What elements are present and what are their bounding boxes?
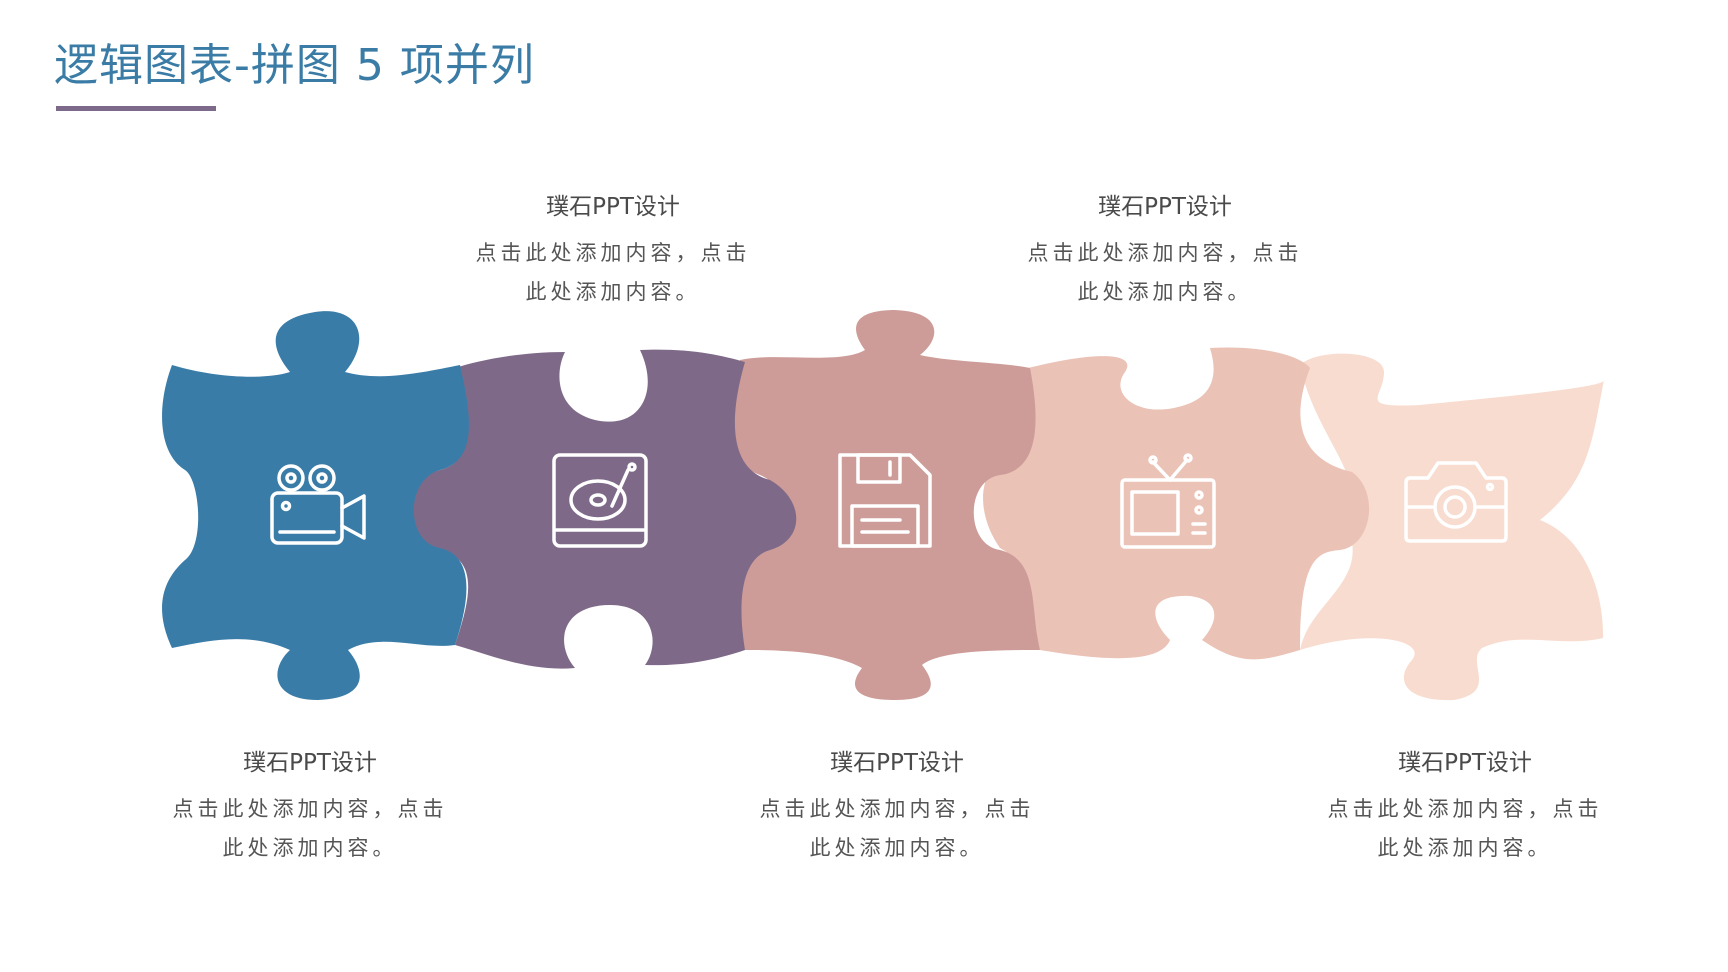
item-5-text: 璞石PPT设计 点击此处添加内容，点击 此处添加内容。 xyxy=(1300,746,1630,868)
item-3-heading: 璞石PPT设计 xyxy=(830,750,964,776)
item-5-body-line1: 点击此处添加内容，点击 xyxy=(1327,797,1603,821)
item-3-text: 璞石PPT设计 点击此处添加内容，点击 此处添加内容。 xyxy=(732,746,1062,868)
video-camera-icon xyxy=(270,464,366,545)
puzzle-piece-4 xyxy=(983,347,1370,660)
puzzle-piece-2 xyxy=(410,349,797,669)
slide-title: 逻辑图表-拼图 5 项并列 xyxy=(54,40,535,91)
title-underline xyxy=(56,106,216,111)
television-icon xyxy=(1120,453,1216,549)
item-5-heading: 璞石PPT设计 xyxy=(1398,750,1532,776)
item-3-body-line1: 点击此处添加内容，点击 xyxy=(759,797,1035,821)
item-2-text: 璞石PPT设计 点击此处添加内容，点击 此处添加内容。 xyxy=(448,190,778,312)
item-4-body-line1: 点击此处添加内容，点击 xyxy=(1027,241,1303,265)
item-1-heading: 璞石PPT设计 xyxy=(243,750,377,776)
item-5-body-line2: 此处添加内容。 xyxy=(1377,836,1553,860)
item-4-text: 璞石PPT设计 点击此处添加内容，点击 此处添加内容。 xyxy=(1000,190,1330,312)
item-1-body-line1: 点击此处添加内容，点击 xyxy=(172,797,448,821)
hard-drive-icon xyxy=(552,453,648,548)
item-2-body-line1: 点击此处添加内容，点击 xyxy=(475,241,751,265)
item-4-heading: 璞石PPT设计 xyxy=(1098,194,1232,220)
floppy-disk-icon xyxy=(838,453,932,548)
item-2-body-line2: 此处添加内容。 xyxy=(525,280,701,304)
puzzle-piece-1 xyxy=(162,311,469,700)
item-3-body-line2: 此处添加内容。 xyxy=(809,836,985,860)
item-4-body-line2: 此处添加内容。 xyxy=(1077,280,1253,304)
item-1-body-line2: 此处添加内容。 xyxy=(222,836,398,860)
item-2-heading: 璞石PPT设计 xyxy=(546,194,680,220)
item-1-text: 璞石PPT设计 点击此处添加内容，点击 此处添加内容。 xyxy=(145,746,475,868)
camera-icon xyxy=(1404,461,1508,543)
